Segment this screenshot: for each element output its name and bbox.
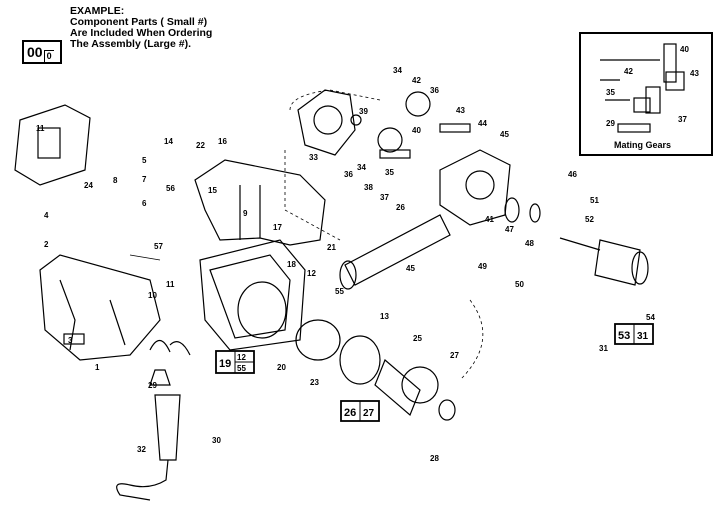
part-44-label: 44 [478, 119, 487, 128]
part-20-label: 20 [277, 363, 286, 372]
part-52-label: 52 [585, 215, 594, 224]
gear-plate [297, 89, 356, 156]
gear-case [439, 149, 511, 226]
example-large-number: 00 [27, 44, 43, 60]
part-22-label: 22 [196, 141, 205, 150]
part-36-label: 36 [430, 86, 439, 95]
part-16-label: 16 [218, 137, 227, 146]
assembly-53-small: 31 [637, 331, 649, 342]
inset-29-label: 29 [606, 119, 615, 128]
part-9-label: 9 [243, 209, 248, 218]
part-26-label: 26 [396, 203, 405, 212]
part-33-label: 33 [309, 153, 318, 162]
part-10-label: 10 [148, 291, 157, 300]
part-11-label: 11 [36, 124, 45, 133]
handle-housing [39, 254, 161, 361]
example-line-3: The Assembly (Large #). [70, 38, 191, 50]
part-43-label: 43 [456, 106, 465, 115]
part-11-lower-label: 11 [166, 280, 175, 289]
part-5-label: 5 [142, 156, 147, 165]
side-handle [339, 214, 451, 290]
part-39-label: 39 [359, 107, 368, 116]
part-4-label: 4 [44, 211, 49, 220]
part-47-label: 47 [505, 225, 514, 234]
part-25-label: 25 [413, 334, 422, 343]
part-21-label: 21 [327, 243, 336, 252]
part-48-label: 48 [525, 239, 534, 248]
part-55-label: 55 [335, 287, 344, 296]
part-57-label: 57 [154, 242, 163, 251]
assembly-26-number: 26 [344, 407, 356, 419]
gear-shafts [350, 91, 471, 159]
example-assembly-box: 00 0 [22, 40, 62, 64]
inset-40-label: 40 [680, 45, 689, 54]
part-14-label: 14 [164, 137, 173, 146]
part-12-label: 12 [307, 269, 316, 278]
switch-inset [14, 104, 91, 186]
part-17-label: 17 [273, 223, 282, 232]
part-13-label: 13 [380, 312, 389, 321]
part-18-label: 18 [287, 260, 296, 269]
motor-housing [199, 239, 306, 351]
part-7-label: 7 [142, 175, 147, 184]
mating-gears-inset [579, 32, 713, 156]
inset-37-label: 37 [678, 115, 687, 124]
part-34-label: 34 [393, 66, 402, 75]
part-15-label: 15 [208, 186, 217, 195]
assembly-19-number: 19 [219, 358, 231, 370]
inset-43-label: 43 [690, 69, 699, 78]
part-34-lower-label: 34 [357, 163, 366, 172]
part-30-label: 30 [212, 436, 221, 445]
part-29-label: 29 [148, 381, 157, 390]
part-2-label: 2 [44, 240, 49, 249]
part-56-label: 56 [166, 184, 175, 193]
part-37-label: 37 [380, 193, 389, 202]
part-45-label: 45 [500, 130, 509, 139]
example-line-1: Component Parts ( Small #) [70, 16, 208, 28]
part-1-label: 1 [95, 363, 100, 372]
assembly-26-box: 26 27 [340, 400, 380, 422]
part-31-label: 31 [599, 344, 608, 353]
part-32-label: 32 [137, 445, 146, 454]
part-8-label: 8 [113, 176, 118, 185]
mating-gears-caption: Mating Gears [614, 140, 672, 150]
assembly-26-small: 27 [363, 408, 375, 419]
inset-42-label: 42 [624, 67, 633, 76]
part-6-label: 6 [142, 199, 147, 208]
part-40-label: 40 [412, 126, 421, 135]
assembly-53-box: 53 31 [614, 323, 654, 345]
armature [295, 319, 456, 421]
assembly-19-small-bottom: 55 [237, 364, 246, 373]
part-35-label: 35 [385, 168, 394, 177]
handle-shell [194, 159, 326, 246]
spindle-chuck [504, 197, 649, 286]
example-heading: EXAMPLE: [70, 5, 125, 17]
part-27-label: 27 [450, 351, 459, 360]
assembly-19-box: 19 12 55 [215, 350, 255, 374]
part-46-label: 46 [568, 170, 577, 179]
part-41-label: 41 [485, 215, 494, 224]
example-line-2: Are Included When Ordering [70, 27, 213, 39]
part-45-lower-label: 45 [406, 264, 415, 273]
part-28-label: 28 [430, 454, 439, 463]
part-50-label: 50 [515, 280, 524, 289]
assembly-19-small-top: 12 [237, 353, 246, 362]
inset-35-label: 35 [606, 88, 615, 97]
part-49-label: 49 [478, 262, 487, 271]
part-51-label: 51 [590, 196, 599, 205]
part-36-lower-label: 36 [344, 170, 353, 179]
example-small-number: 0 [43, 50, 54, 62]
part-42-label: 42 [412, 76, 421, 85]
part-3-label: 3 [68, 336, 73, 345]
part-38-label: 38 [364, 183, 373, 192]
assembly-53-number: 53 [618, 330, 630, 342]
part-54-label: 54 [646, 313, 655, 322]
part-23-label: 23 [310, 378, 319, 387]
power-cord [116, 339, 191, 501]
part-24-label: 24 [84, 181, 93, 190]
example-legend: EXAMPLE: Component Parts ( Small #) Are … [70, 6, 212, 50]
